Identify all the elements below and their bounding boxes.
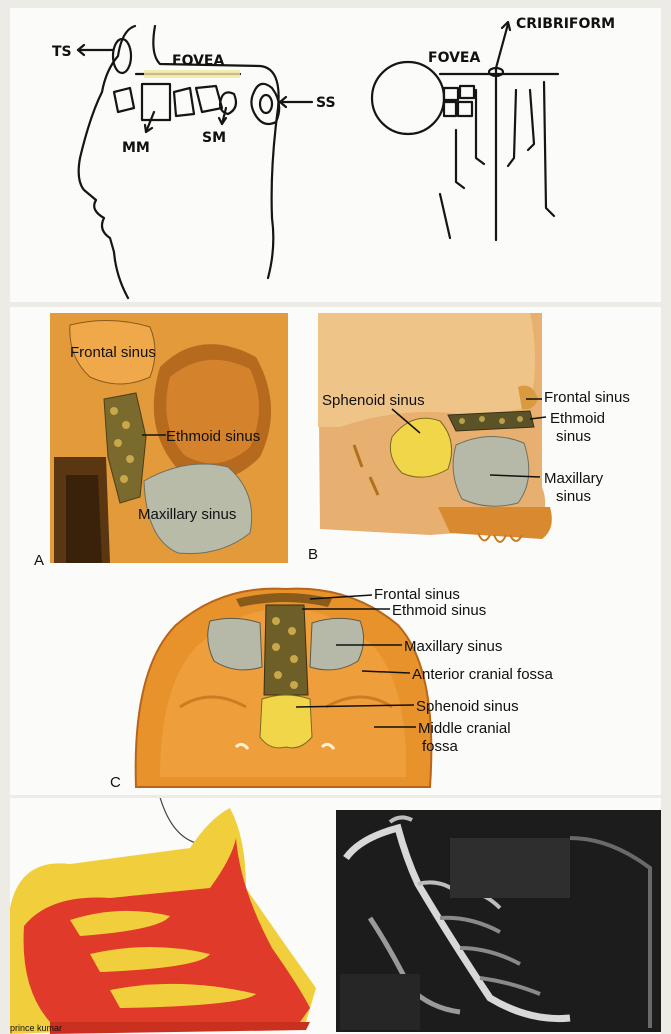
frontal-sinus-label-a: Frontal sinus [70, 344, 156, 361]
ethmoid-cell-r2 [460, 86, 474, 98]
sagittal-panel: prince kumar [10, 798, 661, 1034]
ts-label: TS [52, 44, 72, 60]
ct-sagittal-image [336, 810, 661, 1032]
lateral-wall-right [528, 90, 534, 150]
sinus-sketch-panel: TS FOVEA MM SM SS FOVEA CRIBRIFORM [10, 8, 661, 302]
panel-a-letter: A [34, 552, 44, 569]
sphenoid-sinus-label-b: Sphenoid sinus [322, 392, 425, 409]
middle-cranial-label-c-line2: fossa [422, 738, 459, 755]
maxillary-label-b-line2: sinus [556, 488, 591, 505]
lateral-wall-left [440, 194, 450, 238]
sphenoid-sinus-shape-c [260, 695, 312, 748]
ethmoid-sinus-label-a: Ethmoid sinus [166, 428, 260, 445]
credit-watermark: prince kumar [10, 1023, 62, 1033]
ss-label: SS [316, 95, 336, 111]
ethmoid-cell-1 [114, 88, 134, 112]
head-profile-outline [79, 26, 135, 298]
sm-ellipse [220, 92, 236, 114]
ethmoid-cell-r4 [458, 102, 472, 116]
fovea-label-right: FOVEA [428, 50, 480, 66]
ethmoid-cell-2 [174, 88, 194, 116]
panel-c-illustration: Frontal sinus Ethmoid sinus Maxillary si… [110, 586, 554, 791]
inferior-turbinate-right [544, 82, 554, 216]
sphenoid-sinus-label-c: Sphenoid sinus [416, 698, 519, 715]
ethmoid-cell-r3 [444, 102, 456, 116]
middle-turbinate-left [476, 90, 484, 164]
ethmoid-cell-3 [196, 86, 222, 112]
sm-label: SM [202, 130, 226, 146]
panel-b-illustration: Sphenoid sinus Frontal sinus Ethmoid sin… [308, 313, 630, 563]
maxillary-sinus-left-c [208, 618, 262, 669]
ethmoid-label-b-line2: sinus [556, 428, 591, 445]
ethmoid-sinus-shape-c [264, 605, 308, 695]
inferior-turbinate-left [456, 130, 464, 188]
middle-turbinate-right [508, 90, 516, 166]
fovea-label-left: FOVEA [172, 53, 224, 69]
ethmoid-cell-r1 [444, 88, 458, 100]
middle-cranial-label-c-line1: Middle cranial [418, 720, 511, 737]
maxillary-sinus-label-a: Maxillary sinus [138, 506, 236, 523]
ethmoid-label-b-line1: Ethmoid [550, 410, 605, 427]
frontal-sinus-label-c: Frontal sinus [374, 586, 460, 603]
panel-c-letter: C [110, 774, 121, 791]
sagittal-drawing: prince kumar [10, 798, 661, 1034]
nasal-cavity-illustration [10, 808, 316, 1034]
panel-a-illustration: Frontal sinus Ethmoid sinus Maxillary si… [34, 313, 288, 569]
pointer-line [158, 798, 200, 844]
maxillary-sinus-right-c [310, 618, 364, 669]
ethmoid-sinus-label-c: Ethmoid sinus [392, 602, 486, 619]
sinus-anatomy-panel: Frontal sinus Ethmoid sinus Maxillary si… [10, 307, 661, 795]
cribriform-arrow [496, 24, 508, 68]
maxillary-sinus-label-c: Maxillary sinus [404, 638, 502, 655]
sinus-anatomy-drawing: Frontal sinus Ethmoid sinus Maxillary si… [10, 307, 661, 795]
maxillary-label-b-line1: Maxillary [544, 470, 604, 487]
anterior-cranial-fossa-label-c: Anterior cranial fossa [412, 666, 554, 683]
frontal-sinus-label-b: Frontal sinus [544, 389, 630, 406]
orbit-circle [372, 62, 444, 134]
cribriform-label: CRIBRIFORM [516, 16, 615, 32]
ts-frontal-sinus-oval [113, 39, 131, 73]
maxilla-teeth-b [438, 507, 552, 539]
mm-label: MM [122, 140, 150, 156]
ss-sphenoid-outline [251, 84, 279, 124]
maxillary-sinus-shape-b [453, 436, 529, 506]
panel-b-letter: B [308, 546, 318, 563]
mm-cell-box [142, 84, 170, 120]
sinus-sketch-drawing: TS FOVEA MM SM SS FOVEA CRIBRIFORM [10, 8, 661, 302]
